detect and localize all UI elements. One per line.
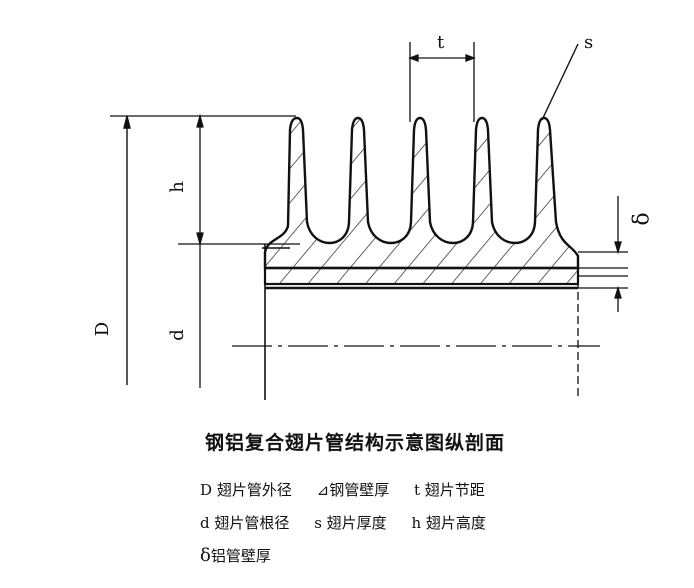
legend-text: 翅片管根径 — [214, 514, 290, 532]
legend-item: t 翅片节距 — [414, 479, 485, 500]
legend-symbol: δ — [200, 545, 211, 566]
wall-thickness-dimension — [614, 196, 622, 312]
legend-symbol: t — [413, 481, 421, 499]
fin-tube-section-drawing: t s h D d δ — [92, 32, 655, 400]
tube-right-end — [577, 251, 628, 400]
top-reference-lines — [110, 115, 300, 245]
legend-item: d 翅片管根径 — [200, 512, 289, 533]
s-leader — [541, 43, 579, 121]
legend-text: 翅片高度 — [425, 514, 486, 532]
label-delta: δ — [629, 212, 655, 226]
legend-symbol: ⊿ — [316, 481, 330, 499]
legend-symbol: d — [200, 514, 210, 532]
legend-text: 翅片管外径 — [216, 481, 292, 499]
steel-tube-wall — [263, 266, 580, 286]
legend-text: 翅片厚度 — [326, 514, 387, 532]
legend-item: h 翅片高度 — [411, 512, 485, 533]
legend-item: s 翅片厚度 — [314, 512, 387, 533]
legend-row-3: δ铝管壁厚 — [200, 545, 291, 566]
legend-symbol: h — [411, 514, 422, 532]
legend-symbol: s — [314, 514, 322, 532]
label-D: D — [92, 321, 114, 337]
outer-diameter-dimension — [123, 115, 131, 385]
drawing-svg — [110, 42, 628, 400]
figure-caption: 钢铝复合翅片管结构示意图纵剖面 — [205, 432, 506, 454]
pitch-dimension — [408, 42, 476, 122]
label-h: h — [166, 181, 188, 193]
legend-item: δ铝管壁厚 — [200, 545, 271, 566]
aluminium-fins — [263, 116, 580, 270]
legend-row-1: D 翅片管外径 ⊿钢管壁厚 t 翅片节距 — [200, 479, 505, 500]
fin-height-dimension — [196, 113, 204, 247]
legend-text: 钢管壁厚 — [329, 481, 390, 499]
label-s: s — [584, 32, 594, 53]
legend-text: 翅片节距 — [424, 481, 485, 499]
legend-row-2: d 翅片管根径 s 翅片厚度 h 翅片高度 — [200, 512, 506, 533]
label-d: d — [166, 329, 188, 341]
legend-item: D 翅片管外径 — [200, 479, 292, 500]
legend-text: 铝管壁厚 — [210, 547, 271, 565]
legend-symbol: D — [200, 481, 213, 499]
label-t: t — [437, 32, 445, 53]
legend-item: ⊿钢管壁厚 — [317, 479, 390, 500]
